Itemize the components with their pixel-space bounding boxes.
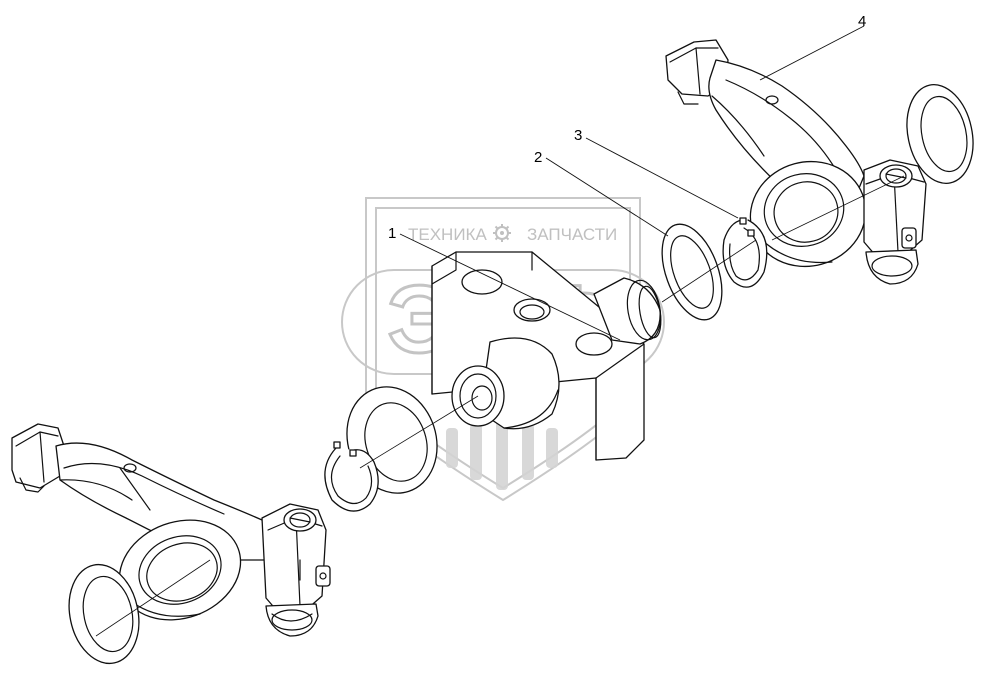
assembly-axis-lines	[95, 175, 905, 637]
gear-icon	[493, 224, 511, 242]
snap-ring-right	[722, 217, 768, 288]
callout-label-3: 3	[574, 127, 582, 144]
rocker-shaft-bracket	[431, 251, 662, 461]
snap-ring-left	[324, 441, 379, 512]
rocker-arm-left	[11, 423, 331, 637]
callout-label-4: 4	[858, 13, 866, 30]
callout-label-2: 2	[534, 149, 542, 166]
rocker-arm-right	[665, 39, 927, 285]
washer-center-right	[661, 223, 723, 321]
washer-left	[68, 563, 140, 665]
washer-right	[906, 83, 974, 185]
callout-1: 1	[388, 225, 621, 341]
callout-3: 3	[574, 127, 739, 219]
watermark-text-left: ТЕХНИКА	[408, 225, 487, 244]
callout-2: 2	[534, 149, 669, 237]
watermark-text-right: ЗАПЧАСТИ	[527, 225, 617, 244]
callout-label-1: 1	[388, 225, 396, 242]
callout-4: 4	[759, 13, 866, 81]
